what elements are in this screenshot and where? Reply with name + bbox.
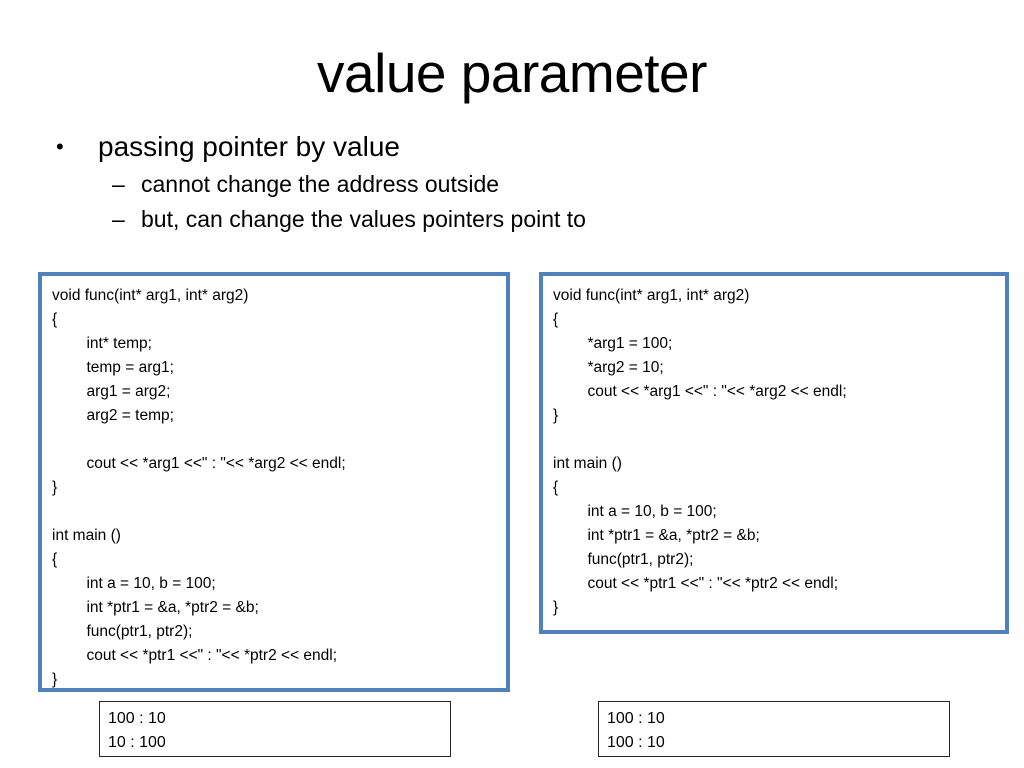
- code-line: int main (): [52, 527, 121, 544]
- code-line: cout << *arg1 <<" : "<< *arg2 << endl;: [553, 383, 847, 400]
- code-block-right: void func(int* arg1, int* arg2) { *arg1 =…: [539, 272, 1009, 634]
- bullet-text: passing pointer by value: [98, 131, 400, 162]
- code-line: func(ptr1, ptr2);: [553, 551, 694, 568]
- code-line: }: [52, 479, 58, 496]
- bullet-text: cannot change the address outside: [141, 171, 500, 197]
- bullet-marker-dash: –: [112, 206, 125, 232]
- code-line: int *ptr1 = &a, *ptr2 = &b;: [553, 527, 760, 544]
- bullet-marker-dot: •: [56, 134, 64, 159]
- code-line: int *ptr1 = &a, *ptr2 = &b;: [52, 599, 259, 616]
- code-line: {: [553, 311, 559, 328]
- code-line: temp = arg1;: [52, 359, 174, 376]
- output-block-right: 100 : 10 100 : 10: [598, 701, 950, 757]
- code-line: cout << *ptr1 <<" : "<< *ptr2 << endl;: [52, 647, 338, 664]
- bullet-item-level2: – cannot change the address outside: [56, 167, 756, 202]
- code-line: }: [553, 599, 559, 616]
- code-line: }: [553, 407, 559, 424]
- page-title: value parameter: [317, 42, 707, 104]
- code-line: [553, 428, 999, 452]
- code-line: {: [52, 551, 58, 568]
- bullet-marker-dash: –: [112, 171, 125, 197]
- code-line: arg2 = temp;: [52, 407, 174, 424]
- code-line: int a = 10, b = 100;: [52, 575, 216, 592]
- code-line: {: [553, 479, 559, 496]
- code-line: [52, 428, 500, 452]
- output-line: 100 : 10: [607, 734, 665, 751]
- code-line: int a = 10, b = 100;: [553, 503, 717, 520]
- code-lines-left: void func(int* arg1, int* arg2) { int* te…: [52, 284, 500, 692]
- code-lines-right: void func(int* arg1, int* arg2) { *arg1 =…: [553, 284, 999, 620]
- code-line: func(ptr1, ptr2);: [52, 623, 193, 640]
- bullet-text: but, can change the values pointers poin…: [141, 206, 586, 232]
- bullet-list: • passing pointer by value – cannot chan…: [56, 127, 756, 237]
- code-line: int main (): [553, 455, 622, 472]
- code-line: cout << *arg1 <<" : "<< *arg2 << endl;: [52, 455, 346, 472]
- code-line: [52, 500, 500, 524]
- bullet-item-level1: • passing pointer by value: [56, 127, 756, 167]
- code-line: }: [52, 671, 58, 688]
- output-line: 100 : 10: [607, 710, 665, 727]
- code-line: int* temp;: [52, 335, 152, 352]
- code-block-left: void func(int* arg1, int* arg2) { int* te…: [38, 272, 510, 692]
- code-line: void func(int* arg1, int* arg2): [52, 287, 249, 304]
- code-line: void func(int* arg1, int* arg2): [553, 287, 750, 304]
- output-block-left: 100 : 10 10 : 100: [99, 701, 451, 757]
- output-lines-left: 100 : 10 10 : 100: [108, 707, 166, 755]
- code-line: arg1 = arg2;: [52, 383, 171, 400]
- output-line: 100 : 10: [108, 710, 166, 727]
- bullet-item-level2: – but, can change the values pointers po…: [56, 202, 756, 237]
- code-line: *arg2 = 10;: [553, 359, 664, 376]
- output-lines-right: 100 : 10 100 : 10: [607, 707, 665, 755]
- code-line: {: [52, 311, 58, 328]
- code-line: *arg1 = 100;: [553, 335, 673, 352]
- code-line: cout << *ptr1 <<" : "<< *ptr2 << endl;: [553, 575, 839, 592]
- output-line: 10 : 100: [108, 734, 166, 751]
